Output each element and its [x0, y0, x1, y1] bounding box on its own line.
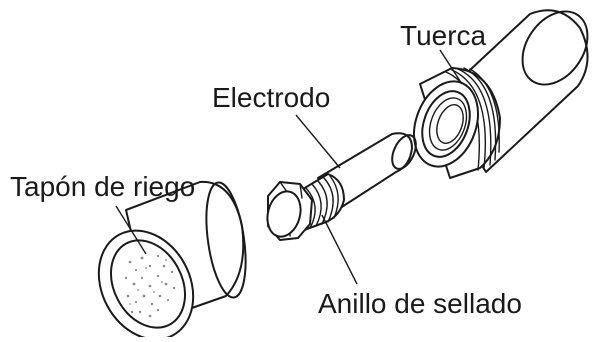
- electrode-label: Electrodo: [212, 82, 330, 113]
- nut-part: [413, 9, 589, 179]
- sealing-ring-leader-line: [321, 214, 358, 285]
- electrode-leader-line: [295, 114, 341, 169]
- sealing-ring-label: Anillo de sellado: [318, 288, 522, 319]
- electrode-part: [266, 132, 417, 241]
- nut-leader-line: [439, 49, 463, 85]
- irrigation-cap-label: Tapón de riego: [10, 171, 195, 202]
- filter-speckle-texture: [124, 254, 176, 318]
- irrigation-cap-part: [97, 180, 247, 341]
- irrigation-cap-leader-line: [115, 205, 147, 255]
- nut-label: Tuerca: [400, 20, 487, 51]
